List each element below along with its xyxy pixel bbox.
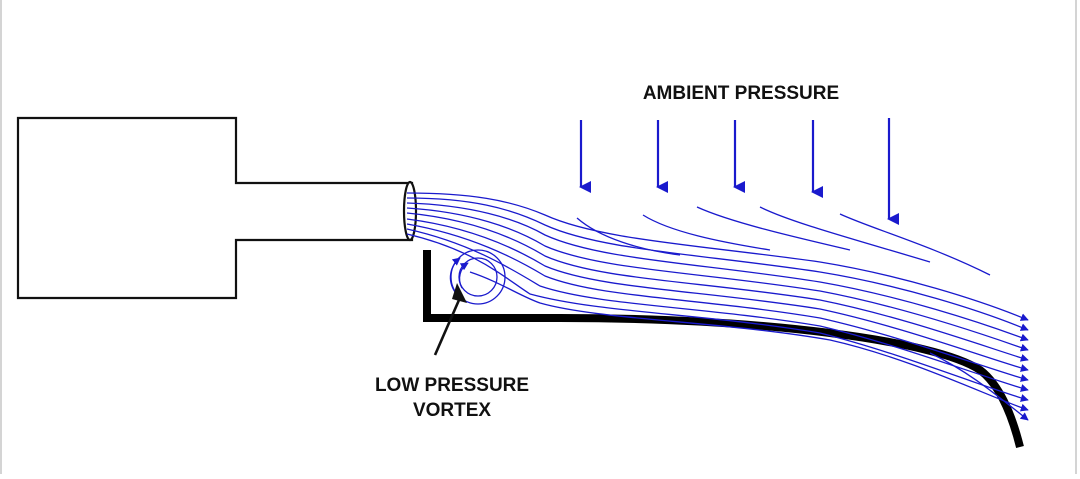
vortex-ring [458, 257, 498, 297]
ambient-pressure-label: AMBIENT PRESSURE [643, 83, 839, 104]
entrained-air-lines [576, 206, 991, 276]
entrained-line [576, 217, 681, 256]
entrained-line [839, 213, 991, 276]
streamline [406, 202, 1029, 342]
streamline [406, 207, 1029, 352]
low-pressure-label: LOW PRESSURE [375, 375, 529, 396]
streamline [406, 192, 1029, 321]
vortex-label: VORTEX [413, 400, 491, 421]
vortex-arrow [458, 262, 469, 289]
entrained-line [696, 206, 851, 251]
streamline [469, 271, 1029, 412]
streamlines [406, 192, 1029, 421]
vortex-arrow [449, 257, 461, 293]
streamline [406, 228, 1029, 392]
entrained-line [759, 206, 931, 263]
streamline [929, 352, 1029, 421]
blower-body [16, 116, 414, 300]
streamline [406, 223, 1029, 382]
ambient-pressure-arrows [579, 118, 899, 225]
streamline [406, 197, 1029, 331]
vortex-pointer [433, 283, 467, 356]
streamline [406, 218, 1029, 372]
entrained-line [642, 214, 771, 251]
streamline [406, 233, 1029, 402]
streamline [406, 212, 1029, 362]
vortex [449, 249, 506, 305]
